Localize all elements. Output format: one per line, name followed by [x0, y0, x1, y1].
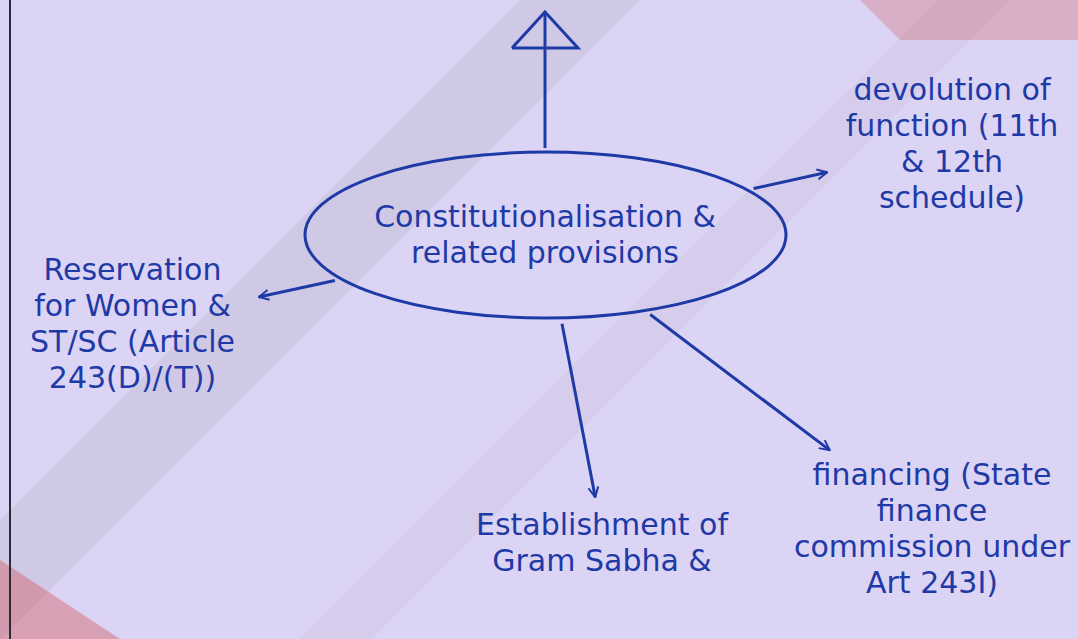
branch-text: financing (State finance commission unde… [790, 455, 1078, 603]
central-ellipse: Constitutionalisation & related provisio… [303, 150, 788, 320]
margin-line [9, 0, 11, 639]
branch-text: Establishment of Gram Sabha & [440, 505, 768, 581]
node-text: financing (State finance commission unde… [792, 457, 1072, 601]
top-arrowhead [512, 12, 578, 48]
arrow-connector [562, 324, 595, 497]
branch-text: Reservation for Women & ST/SC (Article 2… [18, 250, 251, 398]
branch-text: devolution of function (11th & 12th sche… [835, 70, 1073, 218]
arrow-connector [650, 315, 829, 451]
top-arrow [544, 14, 547, 148]
arrow-connector [259, 281, 335, 297]
watermark-corner [860, 0, 1078, 40]
node-text: Constitutionalisation & related provisio… [370, 199, 720, 271]
node-text: Reservation for Women & ST/SC (Article 2… [20, 252, 245, 396]
node-text: Establishment of Gram Sabha & [442, 507, 762, 579]
node-text: devolution of function (11th & 12th sche… [837, 72, 1067, 216]
arrow-connector [754, 172, 828, 188]
watermark-corner [0, 560, 120, 639]
